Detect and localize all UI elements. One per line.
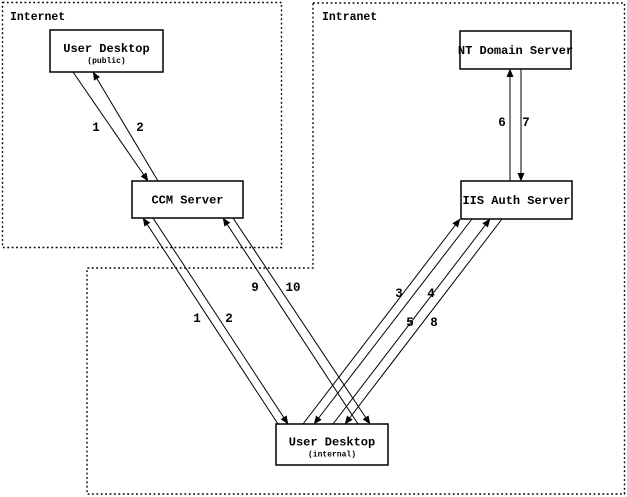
edge-label-3-6: 3 (395, 287, 403, 301)
region-intranet-border (86, 2, 626, 495)
node-nt-domain-server-title: NT Domain Server (458, 44, 573, 58)
edge-9-user-desktop-internal-to-ccm-server (222, 217, 359, 425)
edge-label-4-7: 4 (427, 287, 435, 301)
edge-label-8-9: 8 (430, 316, 438, 330)
edge-label-7-11: 7 (522, 116, 530, 130)
edge-label-10-5: 10 (285, 281, 300, 295)
edge-3-user-desktop-internal-to-iis-auth-server (302, 218, 461, 425)
node-user-desktop-public-title: User Desktop (63, 42, 149, 56)
node-user-desktop-internal-subtitle: (internal) (308, 451, 356, 460)
edge-8-iis-auth-server-to-user-desktop-internal (344, 218, 503, 425)
node-user-desktop-public-subtitle: (public) (87, 57, 125, 66)
edge-label-1-0: 1 (92, 121, 100, 135)
node-user-desktop-internal (275, 423, 389, 466)
node-ccm-server-title: CCM Server (151, 194, 223, 208)
edge-label-6-10: 6 (498, 116, 506, 130)
edge-5-user-desktop-internal-to-iis-auth-server (332, 218, 491, 425)
node-iis-auth-server-title: IIS Auth Server (462, 194, 570, 208)
node-user-desktop-public (49, 29, 164, 73)
edge-1-user-desktop-public-to-ccm-server (72, 71, 149, 182)
region-internet-label: Internet (10, 11, 65, 24)
edge-label-2-1: 2 (136, 121, 144, 135)
edge-label-1-2: 1 (193, 312, 201, 326)
region-internet-border (1, 1, 283, 249)
edge-1-user-desktop-internal-to-ccm-server (142, 217, 279, 425)
edge-layer: 1 2 1 2 9 10 3 4 5 8 6 7 (72, 68, 530, 425)
edge-label-5-8: 5 (406, 316, 414, 330)
edge-label-2-3: 2 (225, 312, 233, 326)
node-iis-auth-server (460, 180, 573, 220)
edge-2-ccm-server-to-user-desktop-public (92, 71, 159, 182)
edge-label-9-4: 9 (251, 281, 259, 295)
region-intranet-label: Intranet (322, 11, 377, 24)
edge-4-iis-auth-server-to-user-desktop-internal (313, 218, 473, 425)
edge-10-ccm-server-to-user-desktop-internal (232, 217, 371, 425)
node-ccm-server (131, 180, 244, 219)
node-user-desktop-internal-title: User Desktop (289, 436, 375, 450)
node-nt-domain-server (459, 30, 572, 70)
edge-2-ccm-server-to-user-desktop-internal (152, 217, 289, 425)
